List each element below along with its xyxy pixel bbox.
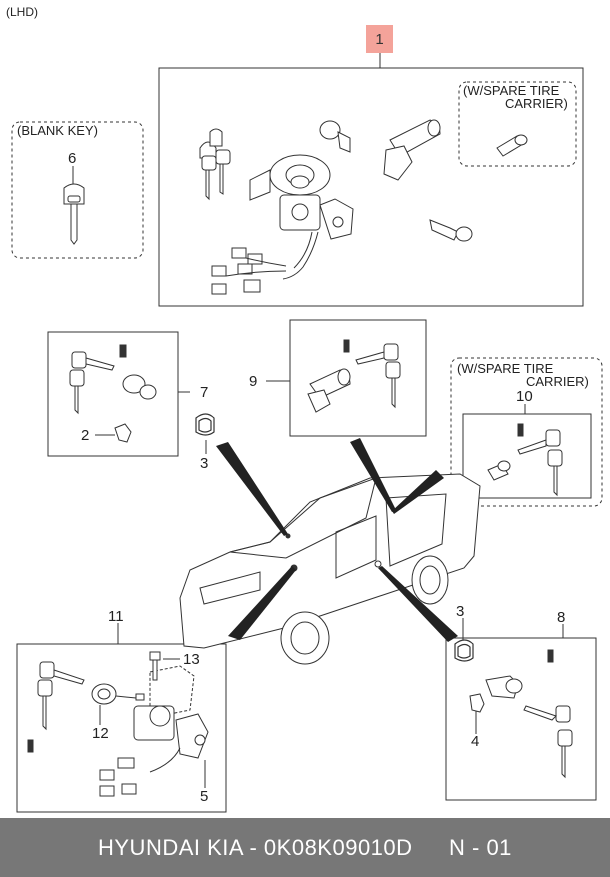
callout-8[interactable]: 8 xyxy=(557,609,566,626)
door-key-set-8-icon xyxy=(523,649,573,779)
footer-part-number: HYUNDAI KIA - 0K08K09010D xyxy=(98,835,413,860)
tailgate-lock-icon xyxy=(383,119,441,181)
box-9 xyxy=(289,319,427,437)
box-spare-tire-top xyxy=(458,81,577,167)
tailgate-key-set-icon xyxy=(343,339,401,409)
callout-4[interactable]: 4 xyxy=(471,733,480,750)
variant-label: (LHD) xyxy=(6,5,38,19)
door-lock-cylinder-8-icon xyxy=(485,675,523,699)
footer-bar: HYUNDAI KIA - 0K08K09010D N - 01 xyxy=(0,818,610,877)
callout-2[interactable]: 2 xyxy=(81,427,90,444)
callout-3a[interactable]: 3 xyxy=(200,455,209,472)
clip-2-icon xyxy=(114,423,132,443)
callout-10[interactable]: 10 xyxy=(516,388,533,405)
callout-9[interactable]: 9 xyxy=(249,373,258,390)
door-lock-cylinder-7-icon xyxy=(122,374,157,400)
door-lock-cylinder-icon xyxy=(319,120,351,153)
spare-tire-label-mid-2: CARRIER) xyxy=(526,374,589,389)
tailgate-lock-cylinder-9-icon xyxy=(307,368,351,413)
box-11 xyxy=(16,643,227,813)
clip-4-icon xyxy=(469,693,485,713)
callout-3b[interactable]: 3 xyxy=(456,603,465,620)
callout-7[interactable]: 7 xyxy=(200,384,209,401)
box-1 xyxy=(158,67,584,307)
suv-vehicle-icon xyxy=(179,473,481,665)
blank-key-icon xyxy=(63,183,85,245)
bolt-13-icon xyxy=(149,651,161,681)
pointer-wedges xyxy=(216,438,458,642)
callout-1: 1 xyxy=(375,30,384,48)
gasket-3b-icon xyxy=(454,639,474,662)
ignition-key-set-icon xyxy=(199,128,231,201)
box-spare-tire-mid xyxy=(450,357,603,507)
ignition-switch-11-icon xyxy=(99,665,209,797)
callout-5[interactable]: 5 xyxy=(200,788,209,805)
spare-tire-lock-top-icon xyxy=(496,134,528,157)
ignition-cylinder-12-icon xyxy=(91,683,145,705)
box-7 xyxy=(47,331,179,457)
glove-box-lock-icon xyxy=(429,219,473,242)
callout-13[interactable]: 13 xyxy=(183,651,200,668)
blank-key-label: (BLANK KEY) xyxy=(17,123,98,138)
callout-6[interactable]: 6 xyxy=(68,150,77,167)
ignition-switch-assembly-icon xyxy=(211,154,354,295)
box-8 xyxy=(445,637,597,801)
box-blank-key xyxy=(11,121,144,259)
callout-11[interactable]: 11 xyxy=(108,608,124,625)
spare-tire-label-top-1: (W/SPARE TIRE xyxy=(463,83,560,98)
parts-diagram xyxy=(11,53,603,813)
gasket-3a-icon xyxy=(195,413,215,436)
footer-page-code: N - 01 xyxy=(449,835,512,860)
box-10 xyxy=(462,413,592,499)
spare-tire-label-mid-1: (W/SPARE TIRE xyxy=(457,361,554,376)
callout-12[interactable]: 12 xyxy=(92,725,109,742)
door-key-set-icon xyxy=(69,344,127,415)
spare-tire-key-set-icon xyxy=(487,423,563,497)
callout-1-highlight[interactable]: 1 xyxy=(366,25,393,53)
spare-tire-label-top-2: CARRIER) xyxy=(505,96,568,111)
ignition-key-set-11-icon xyxy=(27,661,85,753)
